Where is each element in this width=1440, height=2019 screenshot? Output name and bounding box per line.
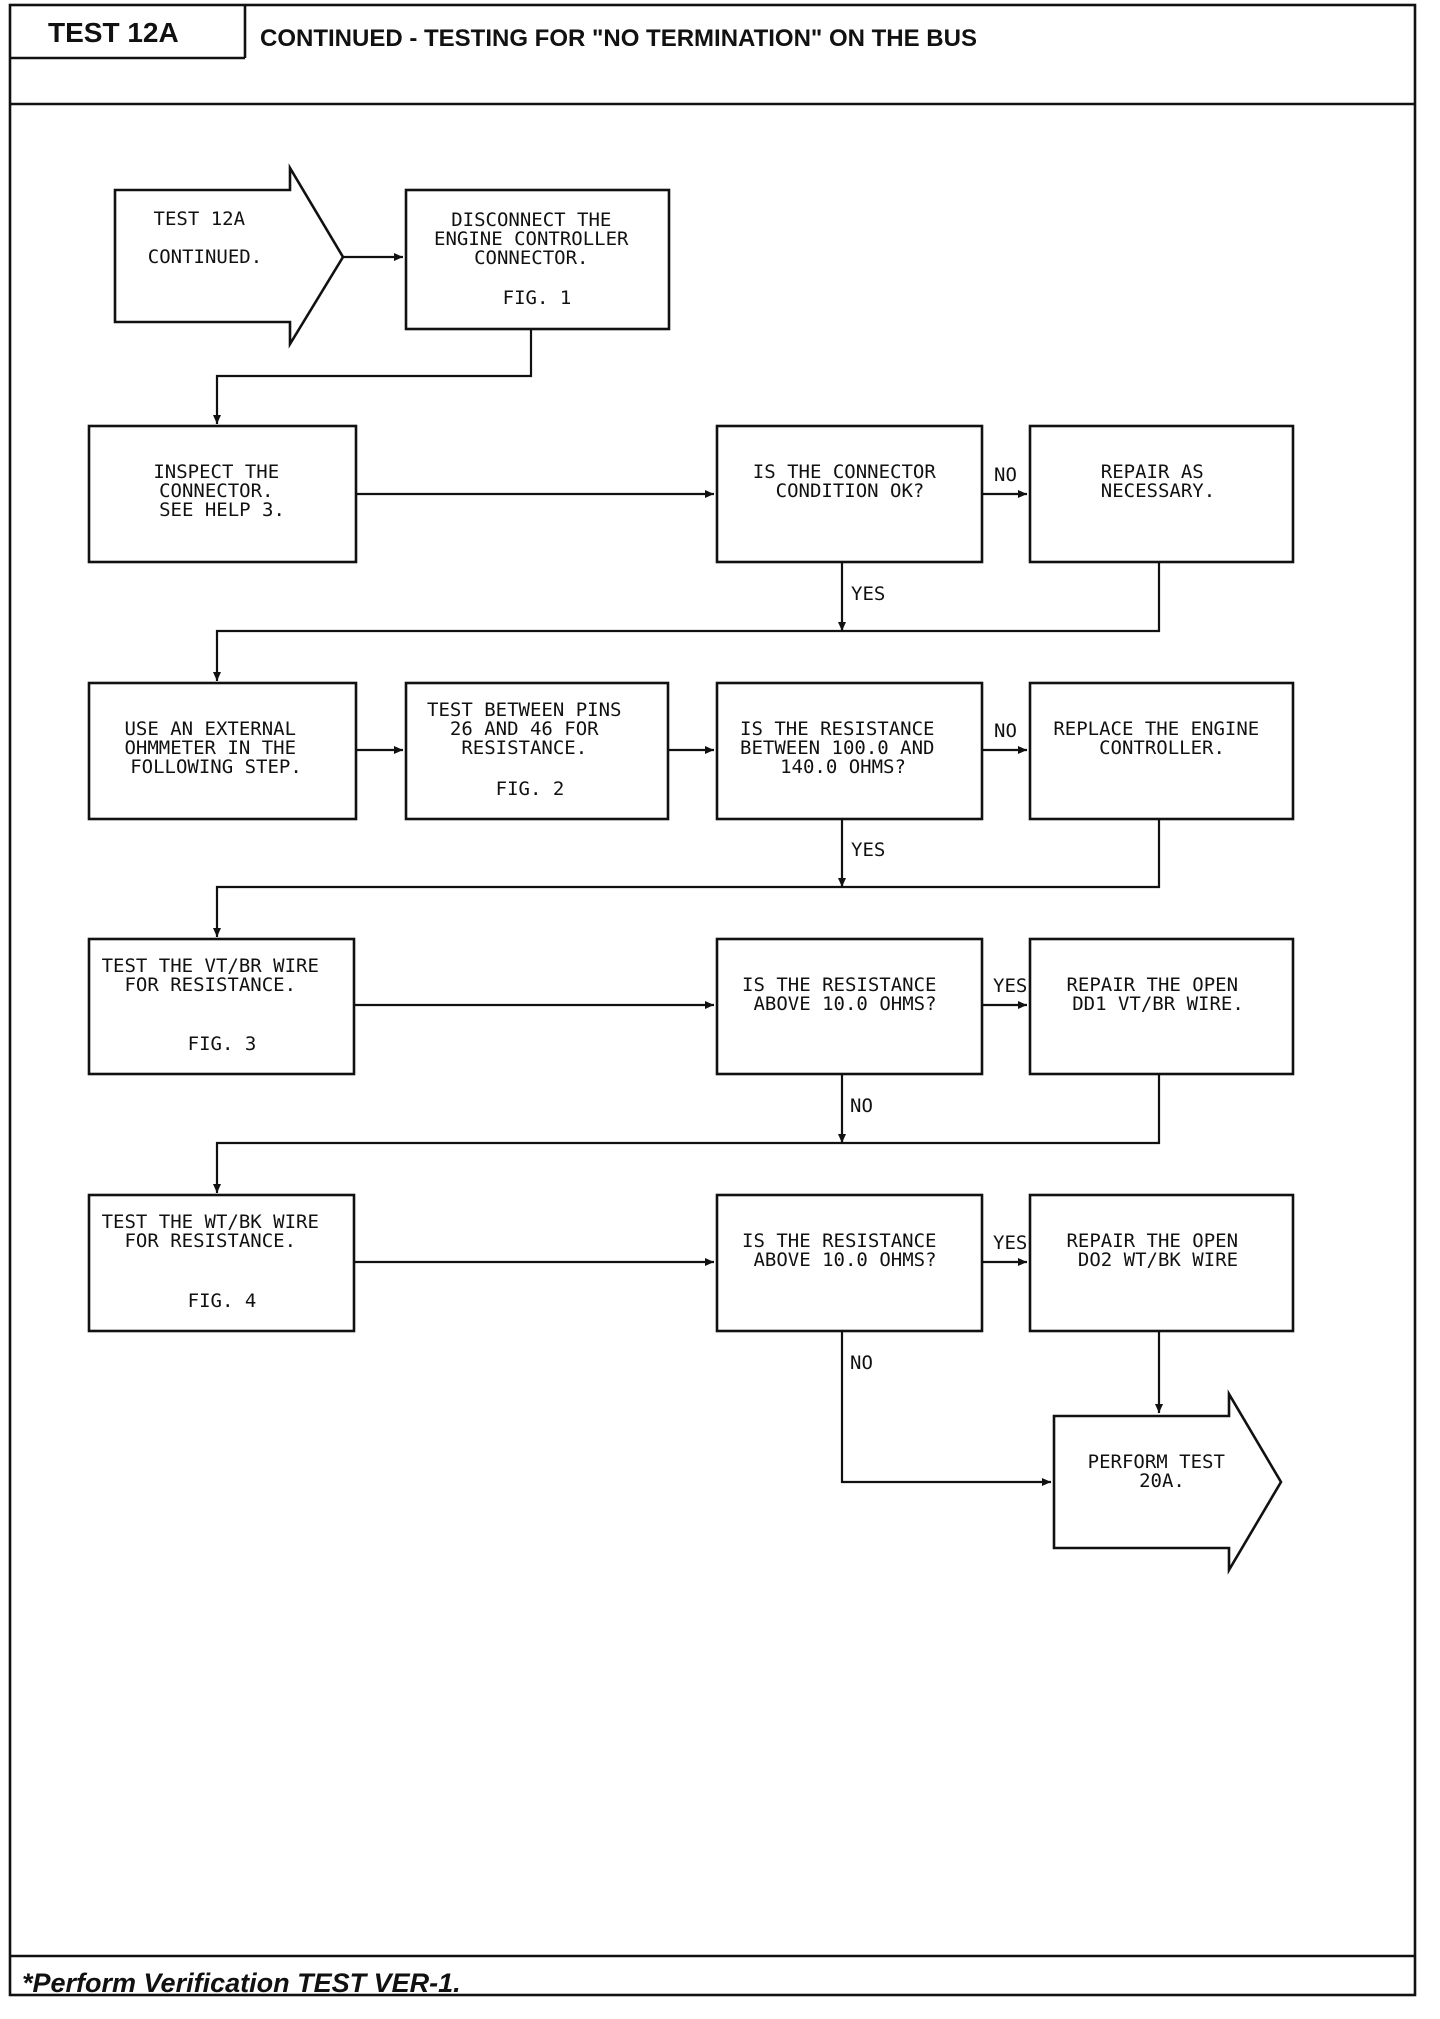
use-ohmmeter-text: USE AN EXTERNAL OHMMETER IN THE FOLLOWIN…	[124, 718, 307, 778]
label-no-wt-bk: NO	[850, 1352, 873, 1374]
repair-necessary-text: REPAIR AS NECESSARY.	[1101, 461, 1215, 502]
label-yes-connector: YES	[851, 583, 885, 605]
label-no-vt-br: NO	[850, 1095, 873, 1117]
label-yes-vt-br: YES	[993, 975, 1027, 997]
label-no-range: NO	[994, 720, 1017, 742]
inspect-text: INSPECT THE CONNECTOR. SEE HELP 3.	[153, 461, 290, 521]
connectors	[213, 253, 1163, 1486]
arrow-wt-bk-no	[840, 1332, 1051, 1486]
footer-note: *Perform Verification TEST VER-1.	[22, 1968, 461, 1998]
label-yes-wt-bk: YES	[993, 1232, 1027, 1254]
start-arrow-shape	[113, 163, 345, 349]
question-resistance-range	[715, 681, 984, 821]
question-wt-bk-text: IS THE RESISTANCE ABOVE 10.0 OHMS?	[742, 1230, 948, 1271]
test-vt-br-box	[87, 937, 356, 1076]
label-no-connector: NO	[994, 464, 1017, 486]
inspect-connector-box	[87, 424, 358, 564]
test-wt-bk-box	[87, 1193, 356, 1333]
repair-d01-text: REPAIR THE OPEN DD1 VT/BR WIRE.	[1066, 974, 1249, 1015]
label-yes-range: YES	[851, 839, 885, 861]
line-replace-join	[842, 820, 1161, 889]
line-repair-d01-join	[842, 1075, 1161, 1145]
page-title: CONTINUED - TESTING FOR "NO TERMINATION"…	[260, 25, 977, 52]
repair-d01-box	[1028, 937, 1295, 1076]
arrow-to-vt-br	[213, 885, 842, 937]
question-range-text: IS THE RESISTANCE BETWEEN 100.0 AND 140.…	[740, 718, 946, 778]
replace-controller-text: REPLACE THE ENGINE CONTROLLER.	[1053, 718, 1270, 759]
question-vt-br-resistance	[715, 937, 984, 1076]
perform-test-arrow-shape	[1052, 1389, 1283, 1575]
test-pins-text: TEST BETWEEN PINS 26 AND 46 FOR RESISTAN…	[427, 699, 633, 800]
test-vt-br-text: TEST THE VT/BR WIRE FOR RESISTANCE. FIG.…	[102, 955, 331, 1055]
arrow-disconnect-to-inspect	[213, 329, 533, 424]
repair-d02-text: REPAIR THE OPEN DO2 WT/BK WIRE	[1066, 1230, 1249, 1271]
arrow-to-wt-bk	[213, 1141, 842, 1193]
disconnect-text: DISCONNECT THE ENGINE CONTROLLER CONNECT…	[434, 209, 640, 309]
replace-controller-box	[1028, 681, 1295, 821]
disconnect-connector-box	[404, 188, 671, 331]
repair-d02-box	[1028, 1193, 1295, 1333]
test-wt-bk-text: TEST THE WT/BK WIRE FOR RESISTANCE. FIG.…	[102, 1211, 331, 1312]
start-text: TEST 12A CONTINUED.	[148, 208, 262, 268]
arrow-to-ohmmeter	[213, 629, 842, 681]
test-id: TEST 12A	[48, 17, 179, 48]
use-ohmmeter-box	[87, 681, 358, 821]
question-connector-condition	[715, 424, 984, 564]
question-wt-bk-resistance	[715, 1193, 984, 1333]
page-frame	[8, 3, 1417, 1997]
repair-as-necessary-box	[1028, 424, 1295, 564]
perform-test-text: PERFORM TEST 20A.	[1088, 1451, 1237, 1492]
test-pins-box	[404, 681, 670, 821]
line-repair-join	[842, 563, 1161, 633]
question-connector-text: IS THE CONNECTOR CONDITION OK?	[753, 461, 947, 502]
question-vt-br-text: IS THE RESISTANCE ABOVE 10.0 OHMS?	[742, 974, 948, 1015]
